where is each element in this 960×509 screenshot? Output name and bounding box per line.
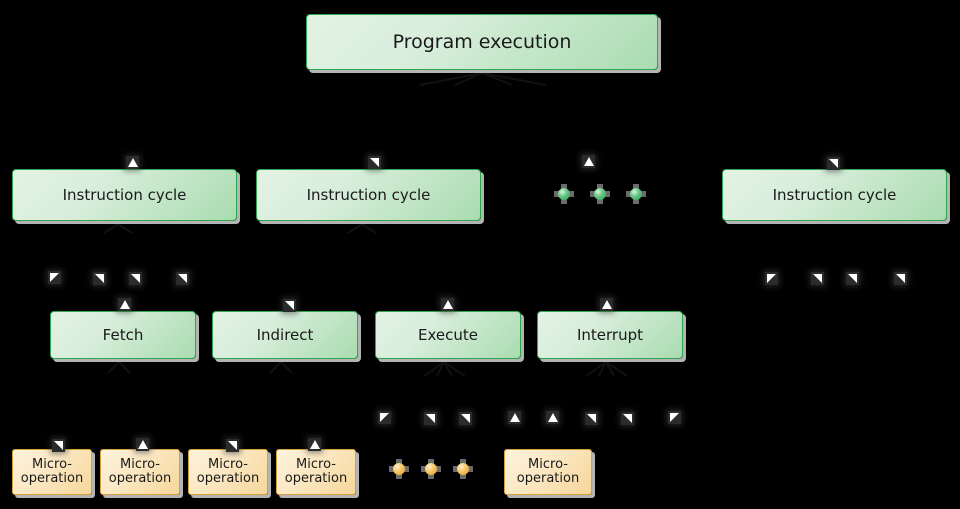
connector-line <box>117 223 133 234</box>
node-execute[interactable]: Execute <box>375 311 521 359</box>
node-label-indirect: Indirect <box>256 325 314 344</box>
node-label-micro-operation-5: Micro- operation <box>516 456 580 486</box>
arrow-micro-marker-5 <box>546 411 559 424</box>
node-label-micro-operation-4: Micro- operation <box>284 456 348 486</box>
arrow-micro-marker-6 <box>585 412 598 425</box>
node-micro-operation-3[interactable]: Micro- operation <box>188 449 268 495</box>
arrow-to-instruction-cycle-3 <box>827 157 840 170</box>
arrow-micro-marker-7 <box>621 412 634 425</box>
node-label-micro-operation-2: Micro- operation <box>108 456 172 486</box>
connector-line <box>347 223 363 234</box>
connector-line <box>118 361 131 374</box>
arrow-to-instruction-cycle-1 <box>126 156 139 169</box>
arrow-phase-marker-3 <box>129 272 142 285</box>
node-fetch[interactable]: Fetch <box>50 311 196 359</box>
arrow-to-micro-operation-3 <box>226 439 239 452</box>
arrow-phase-marker-1 <box>48 271 61 284</box>
arrow-phase-marker-6 <box>811 272 824 285</box>
arrow-micro-marker-4 <box>508 411 521 424</box>
node-label-micro-operation-3: Micro- operation <box>196 456 260 486</box>
node-label-instruction-cycle-3: Instruction cycle <box>772 185 897 204</box>
node-instruction-cycle-3[interactable]: Instruction cycle <box>722 169 947 221</box>
node-indirect[interactable]: Indirect <box>212 311 358 359</box>
ellipsis-dot-icon <box>421 459 441 479</box>
ellipsis-dot-icon <box>626 184 646 204</box>
arrow-micro-marker-8 <box>668 411 681 424</box>
arrow-micro-marker-1 <box>378 411 391 424</box>
arrow-to-instruction-cycle-2 <box>368 156 381 169</box>
connector-line <box>481 72 547 86</box>
arrow-phase-marker-4 <box>176 272 189 285</box>
node-instruction-cycle-1[interactable]: Instruction cycle <box>12 169 237 221</box>
arrow-micro-marker-3 <box>459 412 472 425</box>
node-micro-operation-5[interactable]: Micro- operation <box>504 449 592 495</box>
node-micro-operation-1[interactable]: Micro- operation <box>12 449 92 495</box>
arrow-to-interrupt <box>600 298 613 311</box>
connector-line <box>361 223 377 234</box>
arrow-phase-marker-8 <box>894 272 907 285</box>
node-label-interrupt: Interrupt <box>576 325 644 344</box>
node-interrupt[interactable]: Interrupt <box>537 311 683 359</box>
connector-line <box>280 361 293 374</box>
node-label-instruction-cycle-2: Instruction cycle <box>306 185 431 204</box>
connector-line <box>103 223 119 234</box>
ellipsis-dot-icon <box>389 459 409 479</box>
node-label-fetch: Fetch <box>102 325 144 344</box>
node-instruction-cycle-2[interactable]: Instruction cycle <box>256 169 481 221</box>
connector-line <box>419 72 483 86</box>
arrow-to-micro-operation-2 <box>136 438 149 451</box>
ellipsis-dot-icon <box>453 459 473 479</box>
node-label-micro-operation-1: Micro- operation <box>20 456 84 486</box>
node-micro-operation-4[interactable]: Micro- operation <box>276 449 356 495</box>
arrow-to-micro-operation-1 <box>52 439 65 452</box>
node-label-execute: Execute <box>418 325 478 344</box>
node-label-program-execution: Program execution <box>392 30 572 53</box>
arrow-phase-marker-7 <box>846 272 859 285</box>
arrow-micro-marker-2 <box>424 412 437 425</box>
node-label-instruction-cycle-1: Instruction cycle <box>62 185 187 204</box>
arrow-to-fetch <box>118 298 131 311</box>
node-program-execution[interactable]: Program execution <box>306 14 658 70</box>
arrow-to-micro-operation-4 <box>308 438 321 451</box>
ellipsis-dot-icon <box>554 184 574 204</box>
arrow-to-execute <box>441 298 454 311</box>
node-micro-operation-2[interactable]: Micro- operation <box>100 449 180 495</box>
arrow-to-indirect <box>283 299 296 312</box>
arrow-phase-marker-2 <box>93 272 106 285</box>
ellipsis-dot-icon <box>590 184 610 204</box>
arrow-phase-marker-5 <box>765 272 778 285</box>
arrow-to-instruction-cycle-ellipsis <box>582 155 595 168</box>
